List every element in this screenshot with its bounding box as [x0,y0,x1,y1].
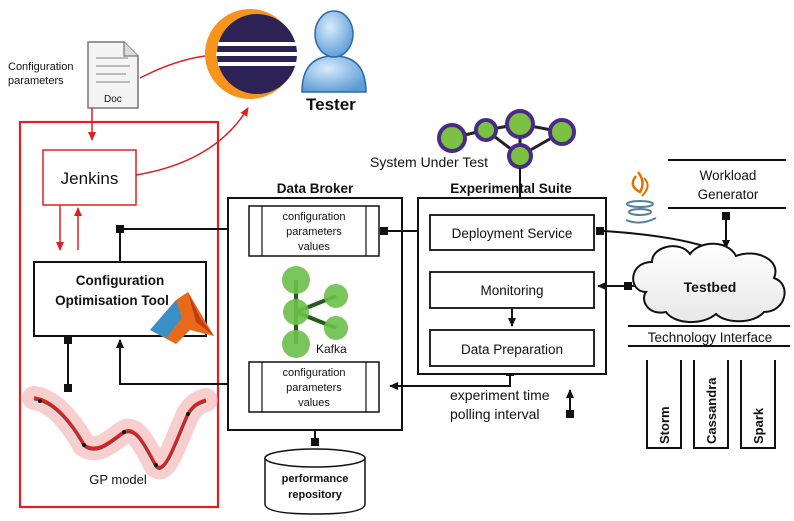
technology-spark-column[interactable]: Spark [740,360,776,449]
tester-label: Tester [306,95,356,114]
repository-label-line2: repository [288,489,343,501]
document-icon: Doc [87,41,139,109]
deployment-port [596,227,604,235]
testbed-label: Testbed [684,279,737,295]
workload-generator-label-line1: Workload [700,168,757,183]
technology-spark-label: Spark [751,407,766,444]
doc-label: Doc [104,94,122,105]
config-values-bottom-line1: configuration [283,367,346,379]
technology-cassandra-label: Cassandra [704,377,719,444]
doc-to-eclipse-connector [139,55,206,79]
kafka-label: Kafka [316,342,347,356]
config-values-bottom-box[interactable]: configuration parameters values [248,361,380,413]
performance-repository-cylinder[interactable] [264,448,366,515]
tool-port-bottom [64,336,72,344]
datapreparation-to-broker-arrow [389,376,511,390]
testbed-port [624,282,632,290]
gp-port [64,384,72,392]
deployment-service-label: Deployment Service [452,226,573,241]
polling-port [566,410,574,418]
tool-label-line1: Configuration [76,273,164,288]
config-values-bottom-line3: values [298,397,330,409]
jenkins-box[interactable] [42,149,137,206]
technology-interface-label: Technology Interface [648,330,773,345]
jenkins-label: Jenkins [61,169,119,188]
experimental-suite-title: Experimental Suite [450,181,572,196]
java-logo-icon [625,171,657,224]
repository-label-line1: performance [282,473,349,485]
workload-generator-label-line2: Generator [698,187,759,202]
repository-port [311,438,319,446]
system-under-test-label: System Under Test [370,154,488,170]
jenkins-to-eclipse-arrow [135,107,249,176]
workload-port [722,212,730,220]
matlab-logo-icon [150,292,214,344]
deployment-service-box[interactable] [429,214,595,251]
eclipse-logo-icon [205,9,298,99]
config-values-bottom-line2: parameters [286,382,342,394]
testbed-cloud[interactable] [632,242,786,323]
data-preparation-label: Data Preparation [461,342,563,357]
system-under-test-graph-icon [437,109,576,169]
experiment-time-label-line2: polling interval [450,406,540,422]
config-values-top-line3: values [298,241,330,253]
monitoring-box[interactable] [429,271,595,309]
technology-storm-column[interactable]: Storm [646,360,682,449]
tester-user-icon [301,10,367,93]
data-preparation-box[interactable] [429,329,595,367]
optimisation-frame [18,120,220,509]
gp-model-label: GP model [89,472,147,487]
config-values-top-line2: parameters [286,226,342,238]
config-values-top-line1: configuration [283,211,346,223]
config-params-label-line2: parameters [8,75,64,87]
config-params-label-line1: Configuration [8,61,73,73]
data-broker-title: Data Broker [277,181,354,196]
monitoring-label: Monitoring [480,283,543,298]
broker-top-port-right [380,227,388,235]
gp-model-plot [22,386,218,480]
technology-storm-label: Storm [657,406,672,444]
config-values-top-box[interactable]: configuration parameters values [248,205,380,257]
tool-to-broker-top-arrow [119,225,245,262]
tool-label-line2: Optimisation Tool [55,293,169,308]
experiment-time-label-line1: experiment time [450,387,550,403]
kafka-logo-icon [282,266,348,358]
broker-bottom-to-tool-arrow [116,339,254,385]
technology-cassandra-column[interactable]: Cassandra [693,360,729,449]
